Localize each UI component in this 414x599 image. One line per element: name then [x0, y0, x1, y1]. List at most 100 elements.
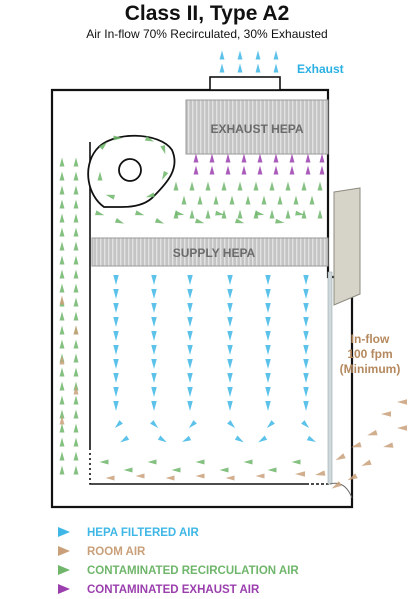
airflow-arrow — [234, 435, 244, 443]
supply-hepa-label: SUPPLY HEPA — [173, 246, 256, 260]
airflow-arrow — [145, 192, 156, 198]
airflow-arrow — [73, 185, 79, 195]
airflow-arrow — [59, 255, 65, 265]
airflow-arrow — [73, 339, 79, 349]
airflow-arrow — [73, 385, 79, 395]
airflow-arrow — [113, 401, 119, 411]
airflow-arrow — [303, 331, 309, 341]
airflow-arrow — [237, 181, 243, 191]
airflow-arrow — [291, 459, 301, 465]
airflow-arrow — [73, 283, 79, 293]
airflow-arrow — [205, 181, 211, 191]
airflow-arrow — [301, 209, 307, 219]
airflow-arrow — [113, 345, 119, 355]
airflow-arrow — [73, 241, 79, 251]
airflow-arrow — [234, 218, 245, 224]
airflow-arrow — [173, 181, 179, 191]
airflow-arrow — [213, 195, 219, 205]
airflow-arrow — [59, 185, 65, 195]
airflow-arrow — [195, 473, 205, 479]
airflow-arrow — [261, 195, 267, 205]
airflow-arrow — [255, 63, 261, 73]
airflow-arrow — [187, 345, 193, 355]
airflow-arrow — [73, 297, 79, 307]
airflow-arrow — [227, 317, 233, 327]
airflow-arrow — [273, 50, 279, 60]
airflow-arrow — [73, 409, 79, 419]
airflow-arrow — [351, 441, 362, 448]
airflow-arrow — [187, 303, 193, 313]
airflow-arrow — [303, 289, 309, 299]
airflow-arrow — [257, 165, 263, 175]
airflow-arrow — [73, 395, 79, 405]
airflow-arrow — [273, 165, 279, 175]
exhaust-hepa-label: EXHAUST HEPA — [210, 122, 303, 136]
airflow-arrow — [73, 269, 79, 279]
airflow-arrow — [309, 195, 315, 205]
airflow-arrow — [397, 399, 407, 405]
airflow-arrow — [225, 165, 231, 175]
airflow-arrow — [73, 325, 79, 335]
airflow-arrow — [227, 289, 233, 299]
airflow-arrow — [227, 275, 233, 285]
airflow-arrow — [113, 303, 119, 313]
airflow-arrow — [73, 437, 79, 447]
airflow-arrow — [229, 195, 235, 205]
airflow-arrow — [59, 227, 65, 237]
airflow-arrow — [59, 339, 65, 349]
airflow-arrow — [59, 423, 65, 433]
airflow-arrow — [188, 420, 197, 429]
airflow-arrow — [317, 181, 323, 191]
airflow-arrow — [113, 359, 119, 369]
airflow-arrow — [113, 275, 119, 285]
airflow-arrow — [209, 165, 215, 175]
supply-hepa-filter — [91, 237, 329, 267]
airflow-arrow — [255, 473, 265, 479]
airflow-arrow — [113, 289, 119, 299]
airflow-arrow — [265, 317, 271, 327]
airflow-arrow — [221, 181, 227, 191]
airflow-arrow — [221, 209, 227, 219]
airflow-arrow — [73, 199, 79, 209]
airflow-arrow — [227, 345, 233, 355]
airflow-arrow — [227, 303, 233, 313]
airflow-arrow — [73, 451, 79, 461]
airflow-arrow — [113, 331, 119, 341]
airflow-arrow — [73, 157, 79, 167]
airflow-arrow — [59, 213, 65, 223]
airflow-arrow — [367, 429, 378, 436]
airflow-arrow — [277, 195, 283, 205]
airflow-arrow — [187, 275, 193, 285]
inflow-label-line1: In-flow — [351, 332, 390, 346]
sash-window — [333, 187, 361, 306]
airflow-arrow — [237, 209, 243, 219]
airflow-arrow — [114, 420, 123, 429]
diagram-subtitle: Air In-flow 70% Recirculated, 30% Exhaus… — [86, 27, 328, 41]
airflow-arrow — [227, 401, 233, 411]
legend-swatch — [58, 565, 70, 575]
legend-label: CONTAMINATED RECIRCULATION AIR — [87, 565, 299, 577]
airflow-arrow — [305, 153, 311, 163]
airflow-arrow — [265, 303, 271, 313]
airflow-arrow — [151, 331, 157, 341]
airflow-arrow — [189, 181, 195, 191]
airflow-arrow — [113, 373, 119, 383]
airflow-arrow — [289, 153, 295, 163]
airflow-arrow — [73, 311, 79, 321]
airflow-arrow — [295, 471, 305, 477]
airflow-arrow — [265, 373, 271, 383]
airflow-arrow — [59, 465, 65, 475]
inflow-label-line3: (Minimum) — [340, 362, 401, 376]
airflow-arrow — [315, 470, 326, 476]
airflow-arrow — [187, 359, 193, 369]
exhaust-hepa-filter — [185, 99, 329, 155]
airflow-arrow — [189, 209, 195, 219]
airflow-arrow — [227, 331, 233, 341]
airflow-arrow — [197, 195, 203, 205]
airflow-arrow — [59, 395, 65, 405]
airflow-arrow — [243, 459, 253, 465]
inflow-label-line2: 100 fpm — [347, 347, 392, 361]
airflow-arrow — [303, 345, 309, 355]
airflow-arrow — [73, 213, 79, 223]
airflow-arrow — [303, 373, 309, 383]
